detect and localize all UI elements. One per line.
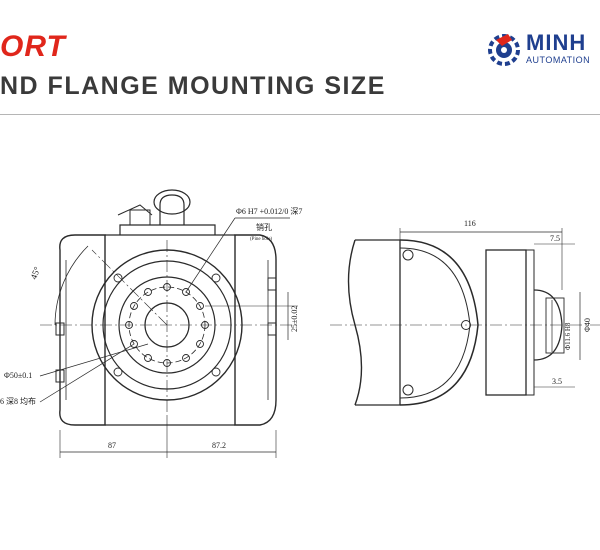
front-view-labels: 45° Φ6 H7 +0.012/0 深7 销孔 (Pine hole) Φ50… [0, 207, 302, 450]
gear-robot-icon [488, 34, 520, 66]
logo-name: MINH [526, 30, 587, 55]
logo-subtitle: AUTOMATION [526, 55, 591, 65]
flange-dia-label: Φ40 [583, 318, 592, 332]
length-dim-label: 116 [464, 219, 476, 228]
offset-bottom-label: 3.5 [552, 377, 562, 386]
offset-top-label: 7.5 [550, 234, 560, 243]
height-dim-label: 25±0.02 [290, 306, 299, 332]
side-view [330, 228, 600, 406]
pin-hole-en: (Pine hole) [250, 237, 272, 242]
brand-fragment: ORT [0, 30, 66, 63]
angle-label: 45° [28, 265, 42, 281]
side-view-labels: 116 7.5 3.5 Φ11.6 H8 Φ40 [464, 219, 592, 386]
company-logo[interactable]: MINH AUTOMATION [486, 28, 600, 70]
thread-spec-label: 6 深8 均布 [0, 396, 36, 406]
page-title: ND FLANGE MOUNTING SIZE [0, 72, 386, 100]
hole-spec: Φ6 H7 +0.012/0 深7 [236, 207, 302, 216]
width-right-label: 87.2 [212, 441, 226, 450]
bore-dia-label: Φ11.6 H8 [564, 322, 572, 350]
pin-hole-cn: 销孔 [256, 222, 272, 232]
front-view [39, 189, 300, 458]
header-divider [0, 114, 600, 115]
width-left-label: 87 [108, 441, 116, 450]
bolt-circle-label: Φ50±0.1 [4, 371, 32, 380]
technical-drawing: 45° Φ6 H7 +0.012/0 深7 销孔 (Pine hole) Φ50… [0, 189, 600, 458]
